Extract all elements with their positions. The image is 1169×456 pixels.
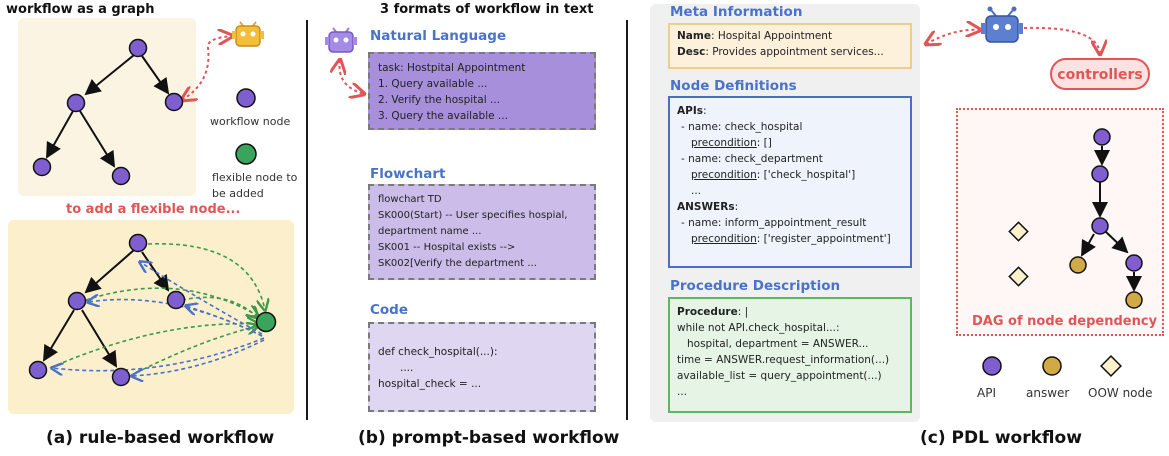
flexible-node — [255, 311, 277, 333]
flowchart-line: SK000(Start) -- User specifies hospial, — [378, 210, 568, 221]
legend-workflow-node-icon — [236, 88, 256, 108]
legend-flexible-node-icon — [235, 143, 257, 165]
api1-precondition-value: : [] — [756, 137, 772, 149]
procedure-line: while not API.check_hospital...: — [677, 322, 840, 334]
procedure-value: : | — [737, 306, 749, 318]
divider-left — [306, 20, 308, 420]
flexible-workflow-graph — [28, 233, 277, 387]
flowchart-heading: Flowchart — [370, 166, 446, 182]
api1-name: - name: check_hospital — [681, 121, 803, 133]
apis-ellipsis: ... — [691, 185, 702, 197]
legend-answer-label: answer — [1026, 386, 1070, 400]
meta-desc-value: : Provides appointment services... — [705, 46, 884, 58]
formats-title: 3 formats of workflow in text — [380, 2, 594, 17]
meta-heading: Meta Information — [670, 4, 803, 20]
graph-title: workflow as a graph — [6, 2, 155, 17]
caption-a: (a) rule-based workflow — [46, 428, 275, 448]
answer1-precondition-value: : ['register_appointment'] — [756, 233, 891, 245]
node-definitions-box: APIs: - name: check_hospital preconditio… — [668, 96, 912, 268]
legend-api-icon — [982, 356, 1002, 376]
flowchart-line: department name ... — [378, 226, 482, 237]
api2-name: - name: check_department — [681, 153, 823, 165]
code-box: def check_hospital(...): .... hospital_c… — [368, 322, 596, 412]
robot-icon — [232, 21, 264, 47]
code-line: hospital_check = ... — [378, 378, 482, 390]
answer1-name: - name: inform_appointment_result — [681, 217, 867, 229]
api2-precondition-key: precondition — [691, 169, 757, 181]
workflow-node — [111, 166, 131, 186]
workflow-node — [164, 92, 184, 112]
dag-graph — [1008, 128, 1143, 309]
dag-label: DAG of node dependency — [972, 314, 1158, 329]
caption-b: (b) prompt-based workflow — [358, 428, 620, 448]
api-node — [1091, 217, 1109, 235]
oow-node — [1008, 221, 1029, 242]
oow-node — [1008, 266, 1029, 287]
api-node — [1093, 128, 1111, 146]
answer-node — [1069, 256, 1087, 274]
legend-flexible-node-line2: be added — [212, 187, 264, 200]
divider-right — [626, 20, 628, 420]
nl-line: 2. Verify the hospital ... — [378, 94, 501, 106]
meta-name-value: : Hospital Appointment — [710, 30, 833, 42]
workflow-node — [128, 38, 148, 58]
nl-line: 1. Query available ... — [378, 78, 488, 90]
code-heading: Code — [370, 302, 409, 318]
procedure-line: ... — [677, 386, 688, 398]
nl-line: task: Hostpital Appointment — [378, 62, 526, 74]
procedure-box: Procedure: | while not API.check_hospita… — [668, 297, 912, 413]
workflow-node — [166, 290, 186, 310]
api-node — [1125, 254, 1143, 272]
code-line: .... — [400, 362, 414, 374]
answer-node — [1125, 291, 1143, 309]
flowchart-line: flowchart TD — [378, 194, 442, 205]
controllers-label: controllers — [1057, 67, 1143, 83]
legend-answer-icon — [1042, 356, 1062, 376]
answers-colon: : — [734, 201, 739, 213]
legend-oow-icon — [1100, 355, 1122, 377]
api-node — [1091, 165, 1109, 183]
legend-workflow-node: workflow node — [210, 115, 291, 128]
apis-key: APIs — [677, 105, 703, 117]
meta-desc-key: Desc — [677, 46, 706, 58]
caption-c: (c) PDL workflow — [920, 428, 1082, 448]
workflow-graph — [32, 36, 233, 186]
answer1-precondition-key: precondition — [691, 233, 757, 245]
procedure-heading: Procedure Description — [670, 278, 841, 294]
answers-key: ANSWERs — [677, 201, 735, 213]
robot-icon — [981, 6, 1023, 43]
workflow-node — [28, 360, 48, 380]
add-flexible-node-label: to add a flexible node... — [66, 202, 241, 217]
procedure-line: time = ANSWER.request_information(...) — [677, 354, 890, 366]
procedure-key: Procedure — [677, 306, 738, 318]
controllers-pill: controllers — [1050, 58, 1150, 90]
legend-flexible-node-line1: flexible node to — [212, 171, 298, 184]
robot-icon — [325, 27, 357, 53]
flowchart-line: SK001 -- Hospital exists --> — [378, 242, 516, 253]
api1-precondition-key: precondition — [691, 137, 757, 149]
api2-precondition-value: : ['check_hospital'] — [756, 169, 856, 181]
natural-language-box: task: Hostpital Appointment 1. Query ava… — [368, 52, 596, 130]
code-line: def check_hospital(...): — [378, 346, 498, 358]
apis-colon: : — [702, 105, 707, 117]
node-definitions-heading: Node Definitions — [670, 78, 797, 94]
procedure-line: available_list = query_appointment(...) — [677, 370, 882, 382]
nl-line: 3. Query the available ... — [378, 110, 508, 122]
legend-oow-label: OOW node — [1088, 386, 1153, 400]
procedure-line: hospital, department = ANSWER... — [687, 338, 869, 350]
workflow-node — [111, 367, 131, 387]
flowchart-line: SK002[Verify the department ... — [378, 258, 537, 269]
meta-box: Name: Hospital Appointment Desc: Provide… — [668, 23, 912, 69]
meta-name-key: Name — [677, 30, 711, 42]
workflow-node — [66, 93, 86, 113]
flowchart-box: flowchart TD SK000(Start) -- User specif… — [368, 184, 596, 280]
natural-language-heading: Natural Language — [370, 28, 507, 44]
workflow-node — [128, 233, 148, 253]
legend-api-label: API — [977, 386, 996, 400]
workflow-node — [67, 291, 87, 311]
workflow-node — [32, 157, 52, 177]
